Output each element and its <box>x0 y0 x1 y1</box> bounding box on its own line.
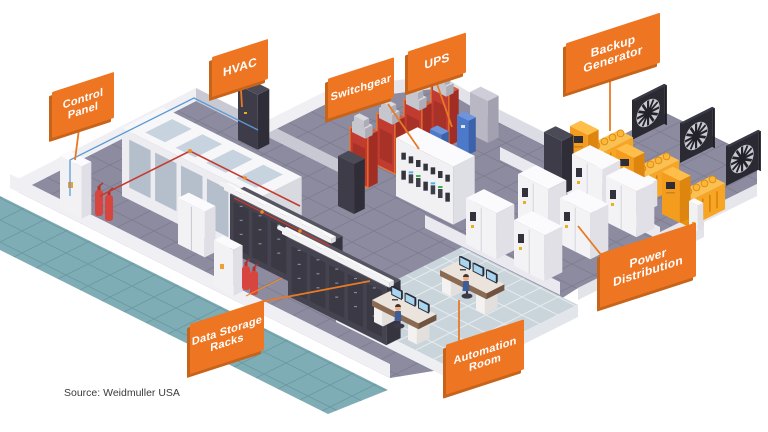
connector-power-distribution <box>577 225 603 257</box>
data-storage-racks <box>219 150 401 346</box>
connector-hvac <box>240 89 243 108</box>
label-connectors <box>74 80 611 342</box>
power-distribution-cabinets <box>466 145 655 282</box>
connector-control-panel <box>74 128 80 161</box>
connector-data-storage <box>259 280 371 303</box>
connector-switchgear <box>387 103 420 150</box>
operator-desks <box>372 255 505 345</box>
source-caption: Source: Weidmuller USA <box>64 387 180 399</box>
server-cabinet-small <box>178 192 216 258</box>
cooling-fans <box>632 83 761 186</box>
fire-extinguishers <box>95 182 114 221</box>
hvac-unit <box>238 79 270 150</box>
connector-ups <box>436 83 453 128</box>
control-panel-cabinet <box>60 151 92 219</box>
exterior-walkway <box>0 196 388 414</box>
piping <box>69 97 331 297</box>
switchboard <box>396 127 475 225</box>
suppression-cabinet <box>214 235 259 296</box>
